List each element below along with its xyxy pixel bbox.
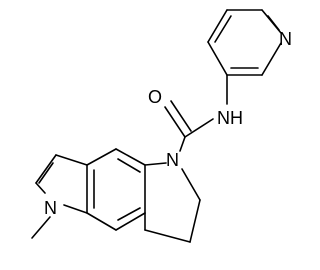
bond	[38, 162, 54, 184]
bond	[179, 136, 186, 152]
bond	[261, 42, 282, 76]
methyl-bond	[31, 216, 51, 239]
amide-nh-label: NH	[217, 108, 243, 128]
bond	[117, 158, 141, 173]
bond	[267, 15, 280, 31]
indoline-nitrogen-label: N	[166, 150, 179, 170]
carbonyl-oxygen-label: O	[148, 87, 162, 107]
bond	[164, 106, 186, 138]
structure-canvas: N O NH N N	[31, 9, 292, 243]
bond	[189, 199, 201, 243]
bond	[207, 41, 228, 76]
chemical-structure: N O NH N N	[31, 9, 292, 243]
pyrrole-nitrogen-label: N	[44, 198, 57, 218]
bond	[144, 229, 191, 243]
bond	[35, 182, 46, 194]
bond	[170, 100, 192, 132]
bond	[115, 212, 146, 231]
bond	[207, 9, 228, 43]
bond	[35, 154, 57, 184]
pyridine-nitrogen-label: N	[279, 29, 292, 49]
bond	[214, 15, 232, 43]
bond	[86, 148, 117, 166]
pyrrole-ring	[35, 154, 88, 214]
bond	[117, 207, 141, 221]
bond	[55, 154, 88, 166]
bond	[86, 212, 117, 231]
amide-group	[164, 74, 228, 152]
bond	[144, 162, 167, 166]
benzene-ring	[86, 148, 146, 231]
pyridine-ring	[207, 9, 282, 76]
bond	[63, 204, 88, 214]
bond	[181, 168, 201, 201]
bond	[184, 118, 214, 138]
bond	[115, 148, 146, 166]
indoline-ring	[144, 162, 201, 243]
